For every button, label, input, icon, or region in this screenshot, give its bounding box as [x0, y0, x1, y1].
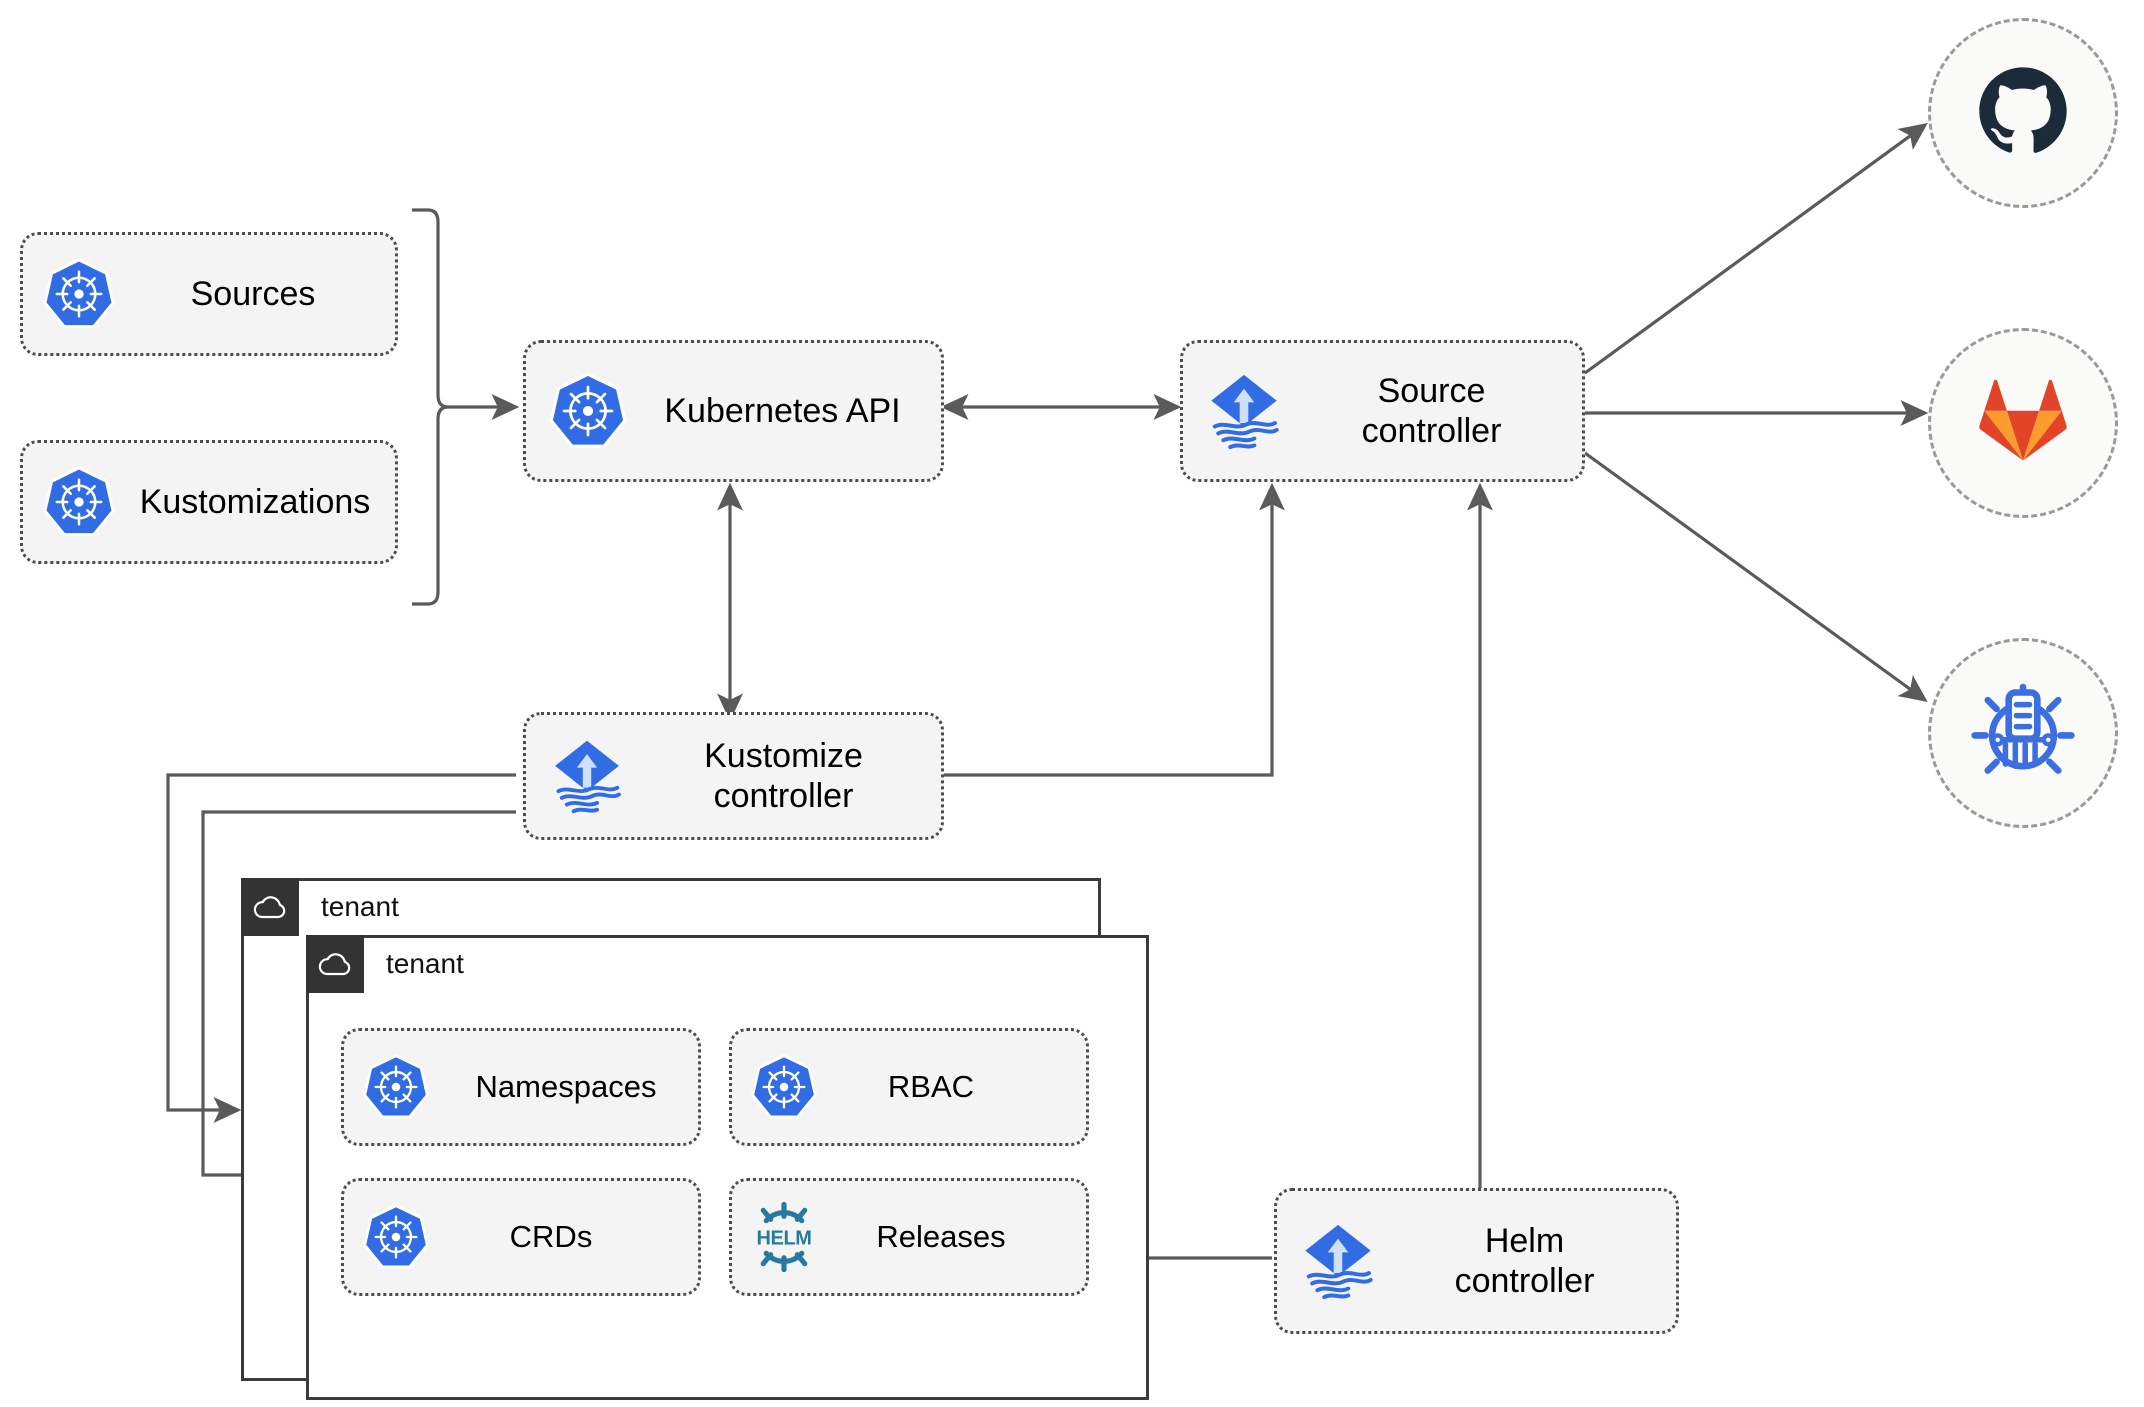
kubernetes-icon: [732, 1053, 836, 1121]
svg-text:HELM: HELM: [756, 1227, 811, 1249]
node-kustomize-controller[interactable]: Kustomize controller: [523, 712, 944, 840]
resource-label: Sources: [190, 274, 316, 313]
resource-box-sources[interactable]: Sources: [20, 232, 398, 356]
tenant-resource-label: Namespaces: [475, 1068, 657, 1104]
flux-icon: [526, 734, 648, 818]
kubernetes-icon: [344, 1053, 448, 1121]
tenant-header: tenant: [241, 878, 399, 936]
tenant-resource-label: Releases: [876, 1218, 1006, 1254]
tenant-resource-label: CRDs: [509, 1218, 593, 1254]
tenant-title: tenant: [321, 891, 399, 922]
github-icon: [1971, 59, 2075, 168]
flux-icon: [1277, 1218, 1399, 1304]
node-label: Kubernetes API: [664, 391, 901, 430]
node-label: Helm controller: [1454, 1221, 1595, 1300]
helm-repository-icon: [1968, 676, 2078, 791]
resource-label: Kustomizations: [139, 482, 371, 521]
node-label: Kustomize controller: [704, 736, 863, 815]
node-source-controller[interactable]: Source controller: [1180, 340, 1585, 482]
cloud-icon: [306, 935, 364, 993]
resource-box-kustomizations[interactable]: Kustomizations: [20, 440, 398, 564]
gitlab-icon: [1971, 369, 2075, 478]
kubernetes-icon: [344, 1203, 448, 1271]
kubernetes-icon: [23, 465, 135, 539]
provider-github[interactable]: [1928, 18, 2118, 208]
node-label: Source controller: [1361, 371, 1502, 450]
kubernetes-icon: [526, 371, 650, 451]
node-kubernetes-api[interactable]: Kubernetes API: [523, 340, 944, 482]
helm-icon: HELM: [732, 1200, 836, 1274]
provider-helm-repository[interactable]: [1928, 638, 2118, 828]
node-helm-controller[interactable]: Helm controller: [1274, 1188, 1679, 1334]
cloud-icon: [241, 878, 299, 936]
tenant-container-front[interactable]: tenant Namespaces: [306, 935, 1149, 1400]
flux-icon: [1183, 368, 1305, 454]
tenant-resource-rbac[interactable]: RBAC: [729, 1028, 1089, 1146]
tenant-resource-crds[interactable]: CRDs: [341, 1178, 701, 1296]
tenant-resource-label: RBAC: [887, 1068, 975, 1104]
kubernetes-icon: [23, 257, 135, 331]
tenant-title: tenant: [386, 948, 464, 979]
tenant-header: tenant: [306, 935, 464, 993]
tenant-resource-releases[interactable]: HELM Releases: [729, 1178, 1089, 1296]
tenant-resource-namespaces[interactable]: Namespaces: [341, 1028, 701, 1146]
provider-gitlab[interactable]: [1928, 328, 2118, 518]
